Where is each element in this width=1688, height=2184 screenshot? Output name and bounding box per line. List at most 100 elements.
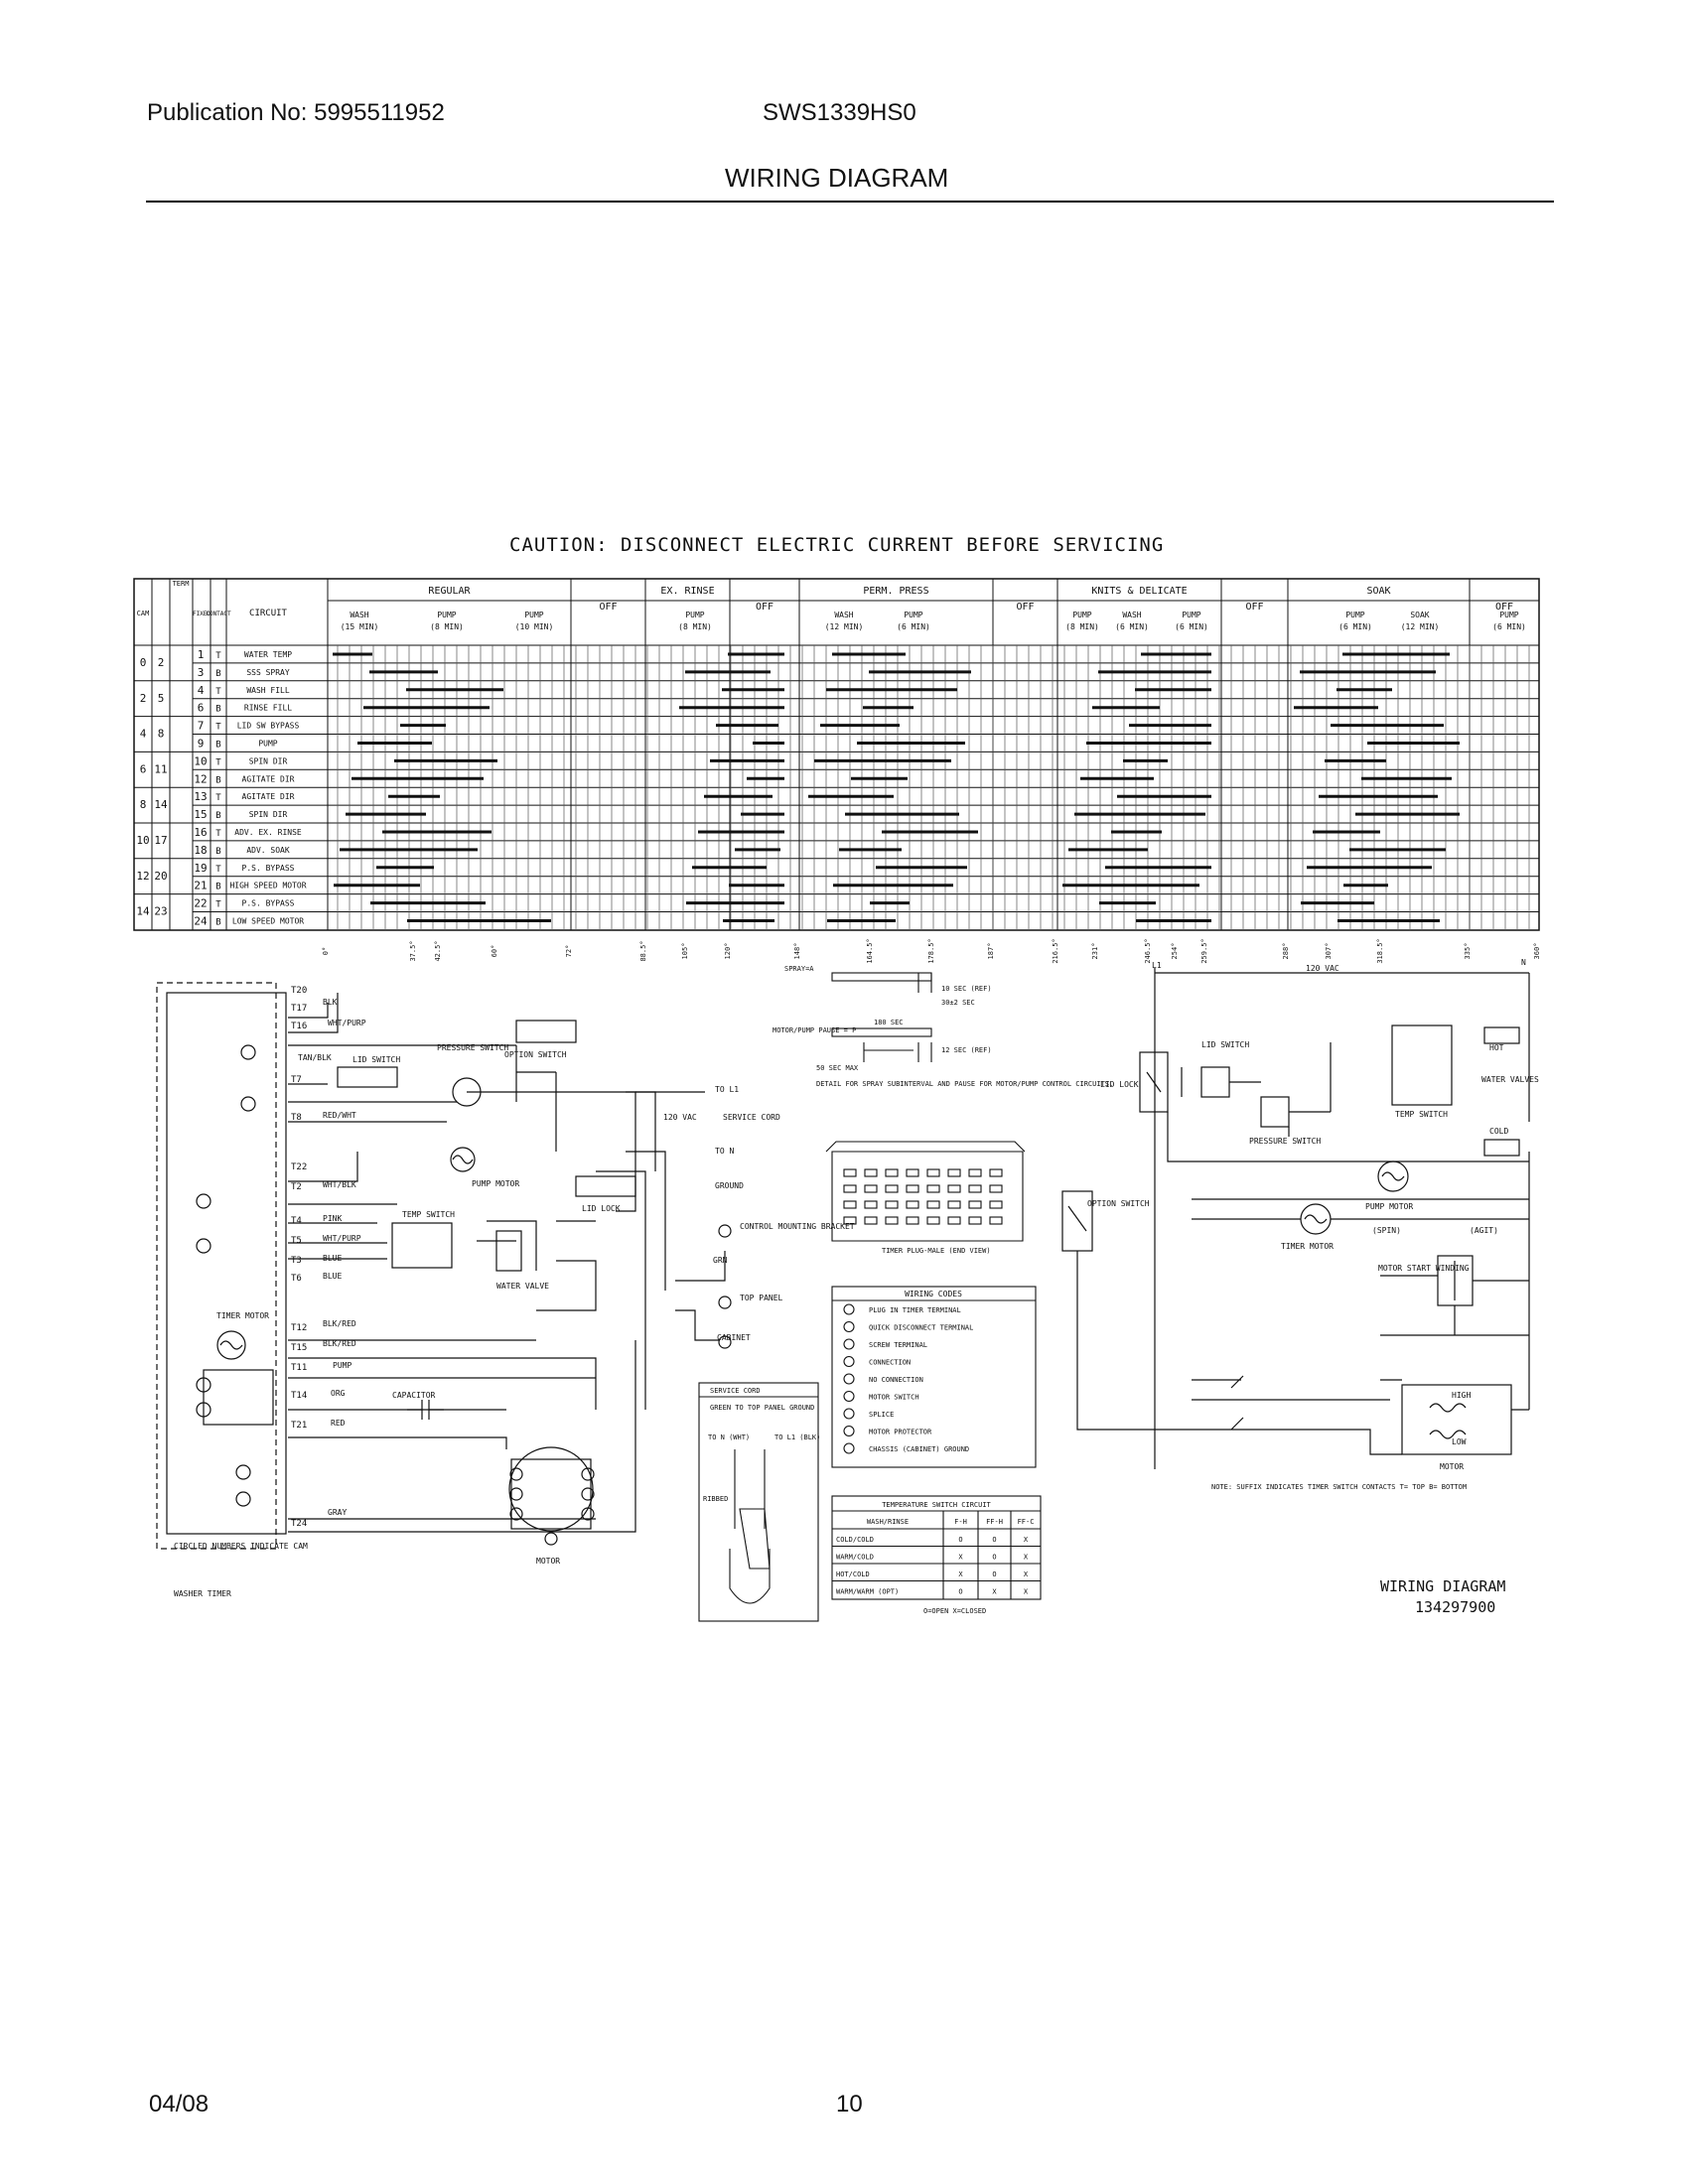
spray-detail-label: SPRAY=A — [784, 965, 814, 973]
chart-subheader-0: WASH — [350, 611, 368, 619]
timer-terminal-label: T15 — [291, 1343, 307, 1353]
service-label: GRN — [713, 1256, 728, 1265]
chart-row-number: 22 — [194, 897, 207, 910]
temp-table-cell: O — [992, 1570, 996, 1578]
chart-subheader-7: WASH — [1122, 611, 1141, 619]
spray-detail-label: 12 SEC (REF) — [941, 1046, 992, 1054]
temp-table-header: F-H — [954, 1518, 967, 1526]
chart-subheader-5: PUMP — [904, 611, 922, 619]
washer-timer-schematic — [156, 982, 732, 1550]
chart-degree-mark: 120° — [724, 943, 732, 960]
chart-row-contact: T — [215, 687, 221, 697]
wiring-code-item: CONNECTION — [869, 1359, 911, 1367]
wiring-code-item: NO CONNECTION — [869, 1376, 923, 1384]
chart-row-number: 10 — [194, 754, 207, 767]
chart-degree-mark: 307° — [1325, 943, 1333, 960]
chart-subheader-time-9: (6 MIN) — [1338, 622, 1372, 631]
timer-terminal-label: T24 — [291, 1519, 307, 1529]
note-label: NOTE: SUFFIX INDICATES TIMER SWITCH CONT… — [1211, 1483, 1467, 1491]
chart-row-number: 9 — [198, 738, 205, 751]
pump-motor-symbol — [450, 1147, 476, 1172]
chart-subheader-time-6: (8 MIN) — [1065, 622, 1099, 631]
wire-color-label: WHT/BLK — [323, 1180, 356, 1189]
chart-row-cam: 8 — [140, 798, 147, 811]
component-label: CAPACITOR — [392, 1391, 436, 1400]
temp-table-cell: O — [958, 1536, 962, 1544]
chart-row-term: 2 — [158, 656, 165, 669]
ladder-label: OPTION SWITCH — [1087, 1199, 1150, 1208]
timer-terminal-label: T3 — [291, 1256, 302, 1266]
chart-degree-mark: 164.5° — [866, 938, 874, 963]
publication-number: Publication No: 5995511952 — [147, 99, 445, 126]
chart-row-cam: 10 — [136, 834, 149, 847]
component-label: TIMER MOTOR — [216, 1311, 269, 1320]
ladder-label: LID LOCK — [1100, 1080, 1139, 1089]
timer-terminal-label: T16 — [291, 1022, 307, 1031]
cam-switch-group — [203, 1369, 274, 1426]
temp-table-header: WASH/RINSE — [867, 1518, 909, 1526]
chart-degree-mark: 335° — [1464, 943, 1472, 960]
temp-table-header: FF-C — [1018, 1518, 1035, 1526]
chart-row-cam: 12 — [136, 870, 149, 883]
timer-terminal-label: T6 — [291, 1274, 302, 1284]
timer-terminal-label: T12 — [291, 1323, 307, 1333]
component-label: TEMP SWITCH — [402, 1210, 455, 1219]
footer-date: 04/08 — [149, 2091, 210, 2117]
chart-degree-mark: 231° — [1091, 943, 1099, 960]
component-label: PRESSURE SWITCH — [437, 1043, 508, 1052]
chart-degree-mark: 105° — [681, 943, 689, 960]
service-label: TO N — [715, 1147, 734, 1156]
chart-row-circuit: RINSE FILL — [244, 704, 292, 713]
chart-row-term: 8 — [158, 728, 165, 741]
chart-row-circuit: LID SW BYPASS — [237, 722, 300, 731]
wire-color-label: BLK — [323, 998, 338, 1007]
chart-degree-mark: 216.5° — [1052, 938, 1059, 963]
temp-table-cell: O — [958, 1588, 962, 1596]
ladder-label: COLD — [1489, 1127, 1508, 1136]
wire-color-label: BLK/RED — [323, 1319, 356, 1328]
chart-row-circuit: PUMP — [258, 740, 277, 749]
chart-subheader-time-11: (6 MIN) — [1492, 622, 1526, 631]
chart-cycle-0: REGULAR — [428, 586, 471, 597]
wiring-code-item: CHASSIS (CABINET) GROUND — [869, 1445, 969, 1453]
temp-table-cell: COLD/COLD — [836, 1536, 874, 1544]
chart-subheader-time-0: (15 MIN) — [341, 622, 379, 631]
lid-switch-box — [1200, 1066, 1230, 1098]
chart-row-contact: T — [215, 757, 221, 767]
washer-timer-box — [156, 982, 277, 1550]
chart-row-circuit: P.S. BYPASS — [242, 899, 295, 908]
chart-row-number: 1 — [198, 648, 205, 661]
chart-row-circuit: WATER TEMP — [244, 650, 292, 659]
spray-detail-label: 180 SEC — [874, 1019, 904, 1026]
timer-terminal-label: T17 — [291, 1004, 307, 1014]
chart-row-contact: B — [215, 775, 220, 785]
wire-color-label: GRAY — [328, 1508, 347, 1517]
chart-grid — [337, 645, 1530, 930]
temp-table-cell: WARM/COLD — [836, 1554, 874, 1562]
chart-row-number: 4 — [198, 684, 205, 697]
ladder-label: MOTOR START WINDING — [1378, 1264, 1470, 1273]
chart-subheader-time-10: (12 MIN) — [1401, 622, 1440, 631]
spray-detail-label: 50 SEC MAX — [816, 1064, 859, 1072]
temp-table-cell: X — [1024, 1570, 1029, 1578]
chart-row-contact: B — [215, 883, 220, 892]
chart-subheader-time-8: (6 MIN) — [1175, 622, 1208, 631]
diagram-labels: T20T17T16T7T8T22T2T4T5T3T6T12T15T11T14T2… — [174, 958, 1539, 1616]
chart-row-contact: B — [215, 811, 220, 821]
chart-row-contact: T — [215, 723, 221, 733]
ladder-label: PUMP MOTOR — [1365, 1202, 1413, 1211]
ladder-schematic — [1061, 968, 1530, 1469]
ladder-label: HIGH — [1452, 1391, 1471, 1400]
chart-degree-mark: 187° — [987, 943, 995, 960]
chart-row-number: 3 — [198, 666, 205, 679]
timer-terminal-label: T20 — [291, 986, 307, 996]
chart-degree-mark: 318.5° — [1376, 938, 1384, 963]
chart-row-circuit: P.S. BYPASS — [242, 864, 295, 873]
chart-degree-mark: 37.5° — [409, 940, 417, 961]
chart-cycle-4: PERM. PRESS — [863, 586, 928, 597]
header-rule — [146, 201, 1554, 203]
diagram-title-label: WIRING DIAGRAM — [1380, 1577, 1505, 1595]
chart-row-number: 7 — [198, 720, 205, 733]
chart-row-term: 17 — [154, 834, 167, 847]
